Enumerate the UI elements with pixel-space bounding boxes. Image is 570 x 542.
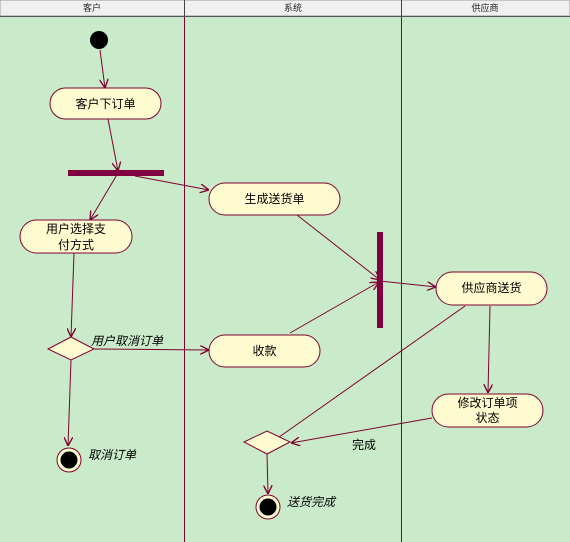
edge-merge-to-delivered-end (267, 453, 268, 494)
activity-generate-delivery: 生成送货单 (208, 182, 341, 216)
guard-complete-label: 完成 (352, 437, 376, 452)
lane-title-customer: 客户 (83, 2, 101, 14)
activity-update-status: 修改订单项 状态 (431, 393, 544, 428)
activity-label-line2: 状态 (475, 411, 499, 425)
edge-fork-to-choose-payment (90, 172, 119, 220)
edge-update-status-to-merge (291, 417, 433, 443)
activity-choose-payment: 用户选择支 付方式 (19, 219, 133, 254)
end-cancel-label: 取消订单 (88, 448, 137, 462)
activity-supplier-delivery: 供应商送货 (435, 271, 548, 306)
edge-generate-delivery-to-join (296, 214, 380, 280)
activity-label-line2: 付方式 (58, 237, 94, 252)
edge-decision-to-cancel-end (68, 359, 71, 446)
activity-label: 客户下订单 (75, 96, 135, 111)
lane-title-system: 系统 (284, 2, 302, 14)
join-bar (377, 232, 383, 328)
activity-label-line1: 用户选择支 (46, 221, 106, 236)
edge-place-order-to-fork (107, 118, 118, 171)
activity-label: 供应商送货 (461, 280, 521, 295)
guard-cancel-label: 用户取消订单 (91, 334, 164, 348)
final-node-delivered (255, 494, 281, 520)
activity-label: 生成送货单 (244, 191, 304, 206)
decision-cancel (46, 336, 96, 361)
activity-place-order: 客户下订单 (49, 87, 162, 120)
edge-choose-payment-to-decision (71, 252, 74, 337)
activity-collect-payment: 收款 (208, 334, 321, 368)
edge-fork-to-generate-delivery (134, 175, 209, 190)
fork-bar (68, 170, 164, 176)
edges (68, 49, 490, 494)
lane-title-supplier: 供应商 (471, 2, 498, 14)
edge-join-to-supplier-delivery (379, 280, 436, 287)
edge-decision-to-collect-payment (93, 349, 209, 350)
activity-label-line1: 修改订单项 (457, 395, 517, 410)
activity-label: 收款 (252, 344, 276, 358)
merge-complete (242, 430, 292, 455)
end-delivered-label: 送货完成 (287, 495, 337, 509)
edge-supplier-delivery-to-merge (265, 305, 466, 447)
lane-header-row: 客户 系统 供应商 (0, 0, 570, 17)
edge-collect-payment-to-join (289, 282, 379, 334)
edge-start-to-place-order (100, 49, 105, 88)
initial-node (90, 31, 108, 49)
final-node-cancel (56, 447, 82, 473)
edge-supplier-delivery-to-update-status (488, 305, 490, 393)
